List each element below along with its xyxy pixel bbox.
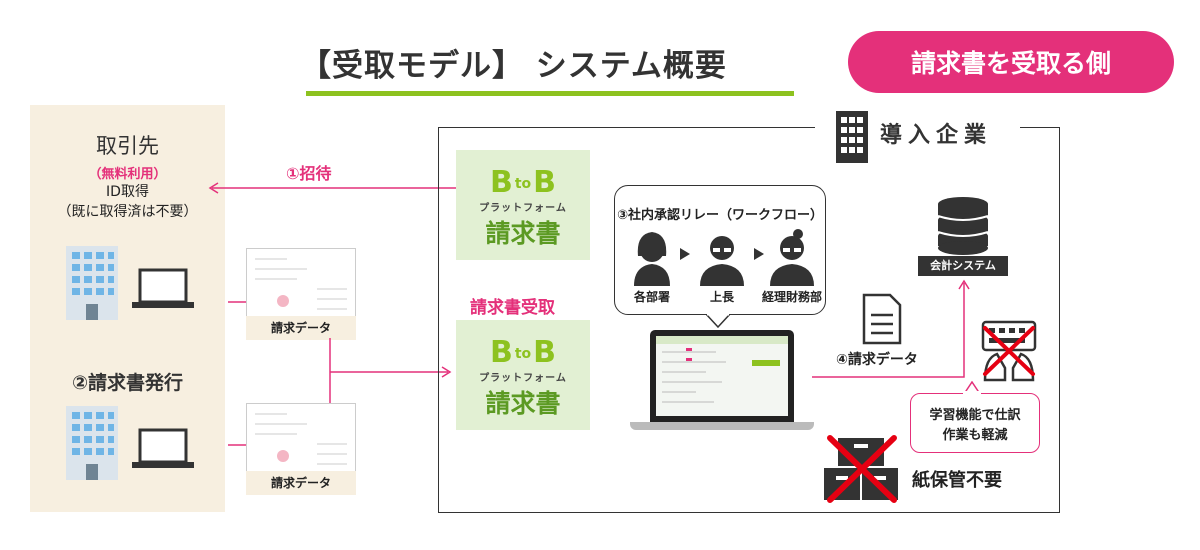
partner-name: 取引先 [96,134,159,158]
issue-label: ②請求書発行 [71,372,184,394]
no-paper-storage-label: 紙保管不要 [912,470,1002,491]
invoice-data-label-2: 請求データ [246,471,356,495]
invite-label: ①招待 [286,164,332,183]
laptop-screen-content [656,336,788,416]
learning-line2: 作業も軽減 [942,428,1008,443]
id-note: （既に取得済は不要） [57,204,198,220]
office-building-icon [836,111,868,163]
page-title: 【受取モデル】 システム概要 [300,48,727,84]
storage-boxes-no-icon [824,435,898,503]
app-screen-icon [656,336,788,403]
workflow-title: ③社内承認リレー（ワークフロー） [616,208,823,223]
role-department: 各部署 [633,290,670,304]
workflow-people-icons [634,229,814,286]
company-frame [438,127,1060,513]
invoice-preview-icon [255,413,347,465]
receipt-label: 請求書受取 [470,298,555,318]
btob-sub: プラットフォーム [479,372,567,384]
accounting-system-label: 会計システム [918,256,1008,276]
company-label: 導入企業 [880,123,993,148]
btob-sub: プラットフォーム [479,202,567,214]
building-laptop-icon [66,406,194,480]
data4-label: ④請求データ [836,352,918,368]
role-manager: 上長 [709,290,734,304]
bubble-tail [706,314,730,328]
free-usage-note: （無料利用） [88,167,167,182]
btob-main: 請求書 [485,388,561,418]
role-finance: 経理財務部 [761,290,822,304]
database-icon [937,197,989,255]
keyboard-no-icon [981,320,1037,382]
btob-main: 請求書 [485,218,561,248]
id-line: ID取得 [106,184,149,200]
document-icon [862,293,902,345]
learning-bubble [910,393,1040,453]
learning-line1: 学習機能で仕訳 [929,408,1021,423]
laptop-base [630,422,814,430]
building-laptop-icon [66,246,194,320]
partner-panel [30,105,225,512]
title-underline [306,91,794,96]
side-badge: 請求書を受取る側 [848,31,1174,93]
invoice-data-label-1: 請求データ [246,316,356,340]
invoice-preview-icon [255,258,347,310]
learn-bubble-tail-mask [963,391,981,397]
